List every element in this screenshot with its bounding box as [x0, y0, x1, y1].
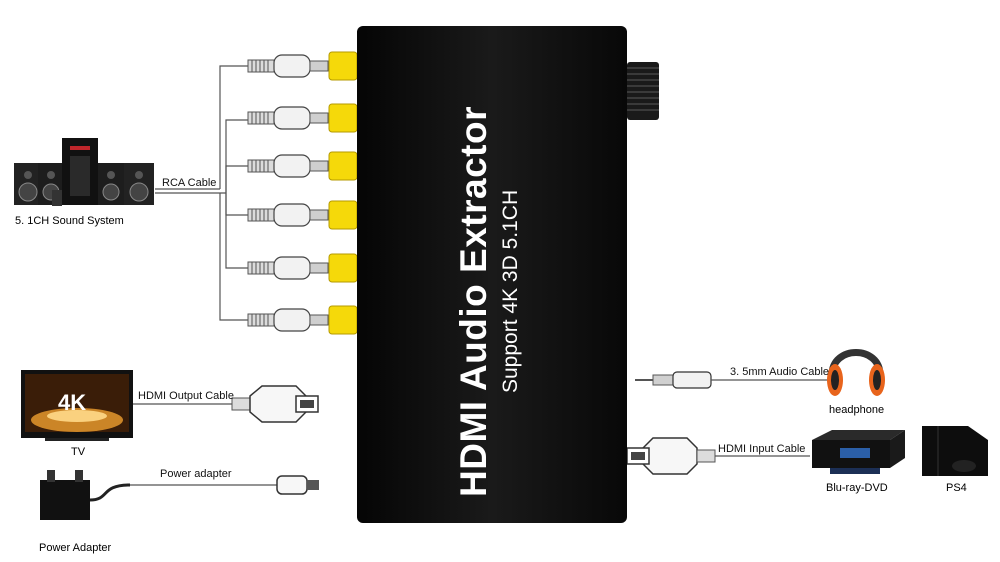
rca-cable-label: RCA Cable: [162, 177, 217, 189]
hdmi-output-cable-label: HDMI Output Cable: [138, 390, 234, 402]
rca-plug: [247, 106, 329, 130]
audio-cable-label: 3. 5mm Audio Cable: [730, 366, 830, 378]
rca-plug: [247, 203, 329, 227]
volume-knob: [627, 62, 659, 120]
rca-plug: [247, 308, 329, 332]
rca-plug: [247, 154, 329, 178]
device-subtitle: Support 4K 3D 5.1CH: [499, 189, 522, 393]
headphone-label: headphone: [829, 404, 885, 416]
headphone-icon: [827, 349, 885, 396]
device-label-area: HDMI Audio Extractor Support 4K 3D 5.1CH: [357, 26, 627, 523]
tv-label: TV: [71, 446, 86, 458]
hdmi-input-cable-label: HDMI Input Cable: [718, 443, 806, 455]
sound-system-icon: [14, 138, 154, 206]
bluray-icon: [812, 430, 905, 474]
audio-cable: [635, 371, 830, 389]
rca-plug: [247, 256, 329, 280]
rca-plug: [247, 54, 329, 78]
bluray-label: Blu-ray-DVD: [826, 482, 888, 494]
power-adapter-icon: [40, 470, 131, 520]
hdmi-audio-extractor-device: HDMI Audio Extractor Support 4K 3D 5.1CH: [357, 26, 627, 523]
ps4-label: PS4: [946, 482, 967, 494]
tv-icon: 4K: [21, 370, 133, 441]
hdmi-output-cable: [133, 385, 319, 423]
rca-jacks: [328, 51, 358, 335]
ps4-icon: [922, 426, 988, 476]
sound-system-label: 5. 1CH Sound System: [15, 215, 124, 227]
power-adapter-cable-label: Power adapter: [160, 468, 232, 480]
device-title: HDMI Audio Extractor: [453, 106, 494, 497]
power-cable: [130, 475, 319, 495]
power-adapter-label: Power Adapter: [39, 542, 112, 554]
rca-cable-bundle: [155, 65, 250, 321]
hdmi-input-cable: [626, 437, 810, 475]
tv-4k-badge: 4K: [58, 390, 86, 415]
rca-plugs: [247, 54, 329, 332]
